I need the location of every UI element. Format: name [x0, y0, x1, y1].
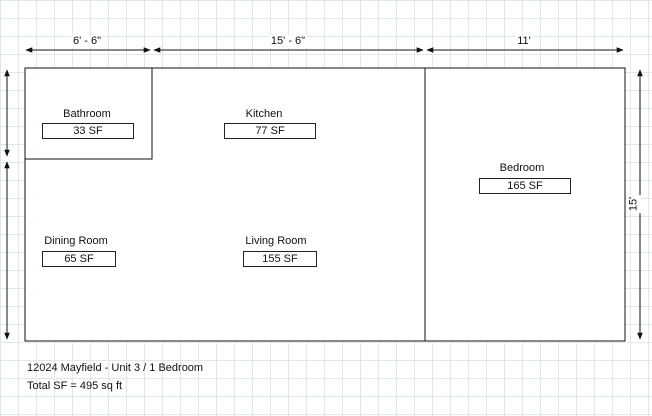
room-area-bedroom: 165 SF: [479, 178, 571, 194]
room-name-dining-room: Dining Room: [44, 235, 108, 247]
plan-title: 12024 Mayfield - Unit 3 / 1 Bedroom: [27, 362, 204, 374]
bathroom-walls: [25, 68, 153, 160]
dim-bedroom-width: 11': [515, 35, 533, 48]
room-area-dining-room: 65 SF: [42, 251, 116, 267]
room-name-bathroom: Bathroom: [63, 108, 111, 120]
room-name-kitchen: Kitchen: [245, 108, 283, 120]
room-area-kitchen: 77 SF: [224, 123, 316, 139]
room-name-bedroom: Bedroom: [499, 162, 545, 174]
total-square-footage: Total SF = 495 sq ft: [27, 380, 123, 392]
room-area-bathroom: 33 SF: [42, 123, 134, 139]
dim-bedroom-depth: 15': [627, 194, 641, 214]
unit-outline: [24, 67, 626, 342]
room-name-living-room: Living Room: [245, 235, 307, 247]
dim-living-width: 15' - 6": [268, 35, 308, 48]
room-area-living-room: 155 SF: [243, 251, 317, 267]
dim-bathroom-width: 6' - 6": [70, 35, 104, 48]
